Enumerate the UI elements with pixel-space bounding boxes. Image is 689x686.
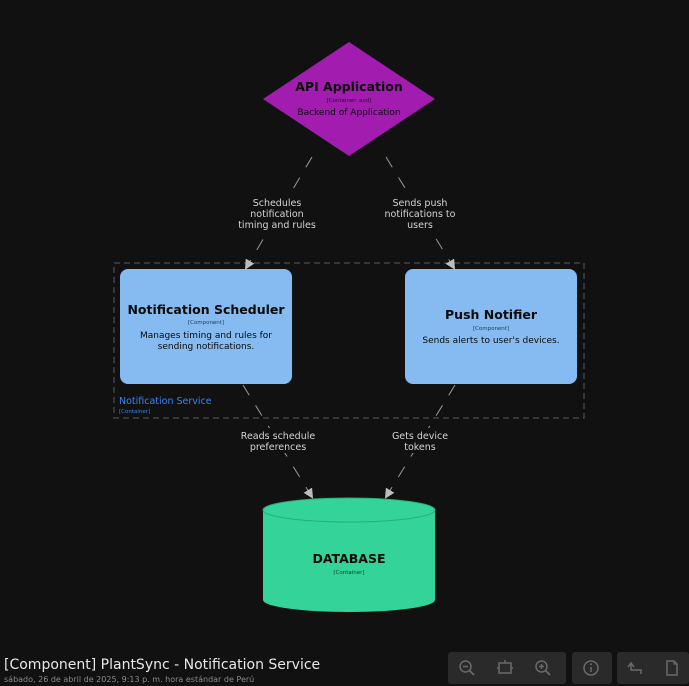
- api-application-shape: [263, 42, 435, 156]
- undo-icon: [627, 661, 642, 674]
- fit-button[interactable]: [486, 652, 524, 684]
- notification-service-boundary: Notification Service [Container]: [113, 262, 585, 419]
- edge-api-to-push: Sends push notifications to users: [384, 156, 458, 270]
- database-body: [263, 510, 435, 612]
- edge-label-bg: [240, 195, 314, 231]
- edge-label-line: users: [407, 220, 433, 231]
- history-toolbar: [617, 652, 689, 684]
- push-notifier-node[interactable]: Push Notifier [Component] Sends alerts t…: [405, 269, 577, 384]
- edge-label-line: Schedules: [253, 198, 302, 209]
- edge-label-bg: [384, 195, 458, 231]
- edge-label-line: preferences: [250, 442, 306, 453]
- boundary-type: [Container]: [119, 409, 150, 415]
- zoom-out-button[interactable]: [448, 652, 486, 684]
- zoom-in-icon: [535, 660, 551, 676]
- diagram-svg: Notification Service [Container] Schedul…: [113, 42, 585, 612]
- edge-label-bg: [240, 428, 316, 453]
- boundary-border: [113, 262, 585, 419]
- api-application-type: [Container: aud]: [326, 98, 371, 104]
- fit-icon: [497, 660, 513, 674]
- undo-button[interactable]: [617, 652, 655, 684]
- notification-scheduler-description: Manages timing and rules for: [140, 331, 272, 341]
- document-button[interactable]: [655, 652, 689, 684]
- info-button[interactable]: [572, 652, 610, 684]
- notification-scheduler-shape: [120, 269, 292, 384]
- edge-label-line: Sends push: [393, 198, 448, 209]
- zoom-out-icon: [459, 660, 475, 676]
- edge-line: [244, 156, 313, 270]
- diagram-title: [Component] PlantSync - Notification Ser…: [4, 657, 321, 673]
- boundary-label: Notification Service: [119, 396, 212, 407]
- edge-scheduler-to-database: Reads schedule preferences: [240, 384, 316, 499]
- zoom-toolbar: [448, 652, 566, 684]
- info-icon: [583, 660, 599, 676]
- database-type: [Container]: [333, 570, 364, 576]
- document-icon: [666, 660, 678, 676]
- zoom-in-button[interactable]: [524, 652, 562, 684]
- push-notifier-title: Push Notifier: [445, 307, 538, 322]
- api-application-title: API Application: [295, 79, 403, 94]
- edge-label-line: notification: [250, 209, 303, 220]
- edge-label-line: notifications to: [385, 209, 456, 220]
- push-notifier-shape: [405, 269, 577, 384]
- database-title: DATABASE: [312, 551, 385, 566]
- push-notifier-description: Sends alerts to user's devices.: [422, 336, 559, 346]
- notification-scheduler-node[interactable]: Notification Scheduler [Component] Manag…: [120, 269, 292, 384]
- api-application-description: Backend of Application: [297, 108, 400, 118]
- info-toolbar: [572, 652, 612, 684]
- edge-label-line: tokens: [404, 442, 436, 453]
- diagram-date: sábado, 26 de abril de 2025, 9:13 p. m. …: [4, 675, 255, 684]
- api-application-node[interactable]: API Application [Container: aud] Backend…: [263, 42, 435, 156]
- database-node[interactable]: DATABASE [Container]: [262, 497, 436, 612]
- notification-scheduler-title: Notification Scheduler: [127, 302, 285, 317]
- push-notifier-type: [Component]: [473, 326, 509, 332]
- edge-label-line: Reads schedule: [241, 431, 316, 442]
- edge-label-line: timing and rules: [238, 220, 316, 231]
- edge-api-to-scheduler: Schedules notification timing and rules: [238, 156, 316, 270]
- notification-scheduler-type: [Component]: [188, 320, 224, 326]
- edge-push-to-database: Gets device tokens: [384, 384, 456, 499]
- edge-label-line: Gets device: [392, 431, 448, 442]
- edge-label-bg: [390, 428, 452, 453]
- notification-scheduler-description: sending notifications.: [158, 342, 255, 352]
- database-top: [262, 497, 436, 523]
